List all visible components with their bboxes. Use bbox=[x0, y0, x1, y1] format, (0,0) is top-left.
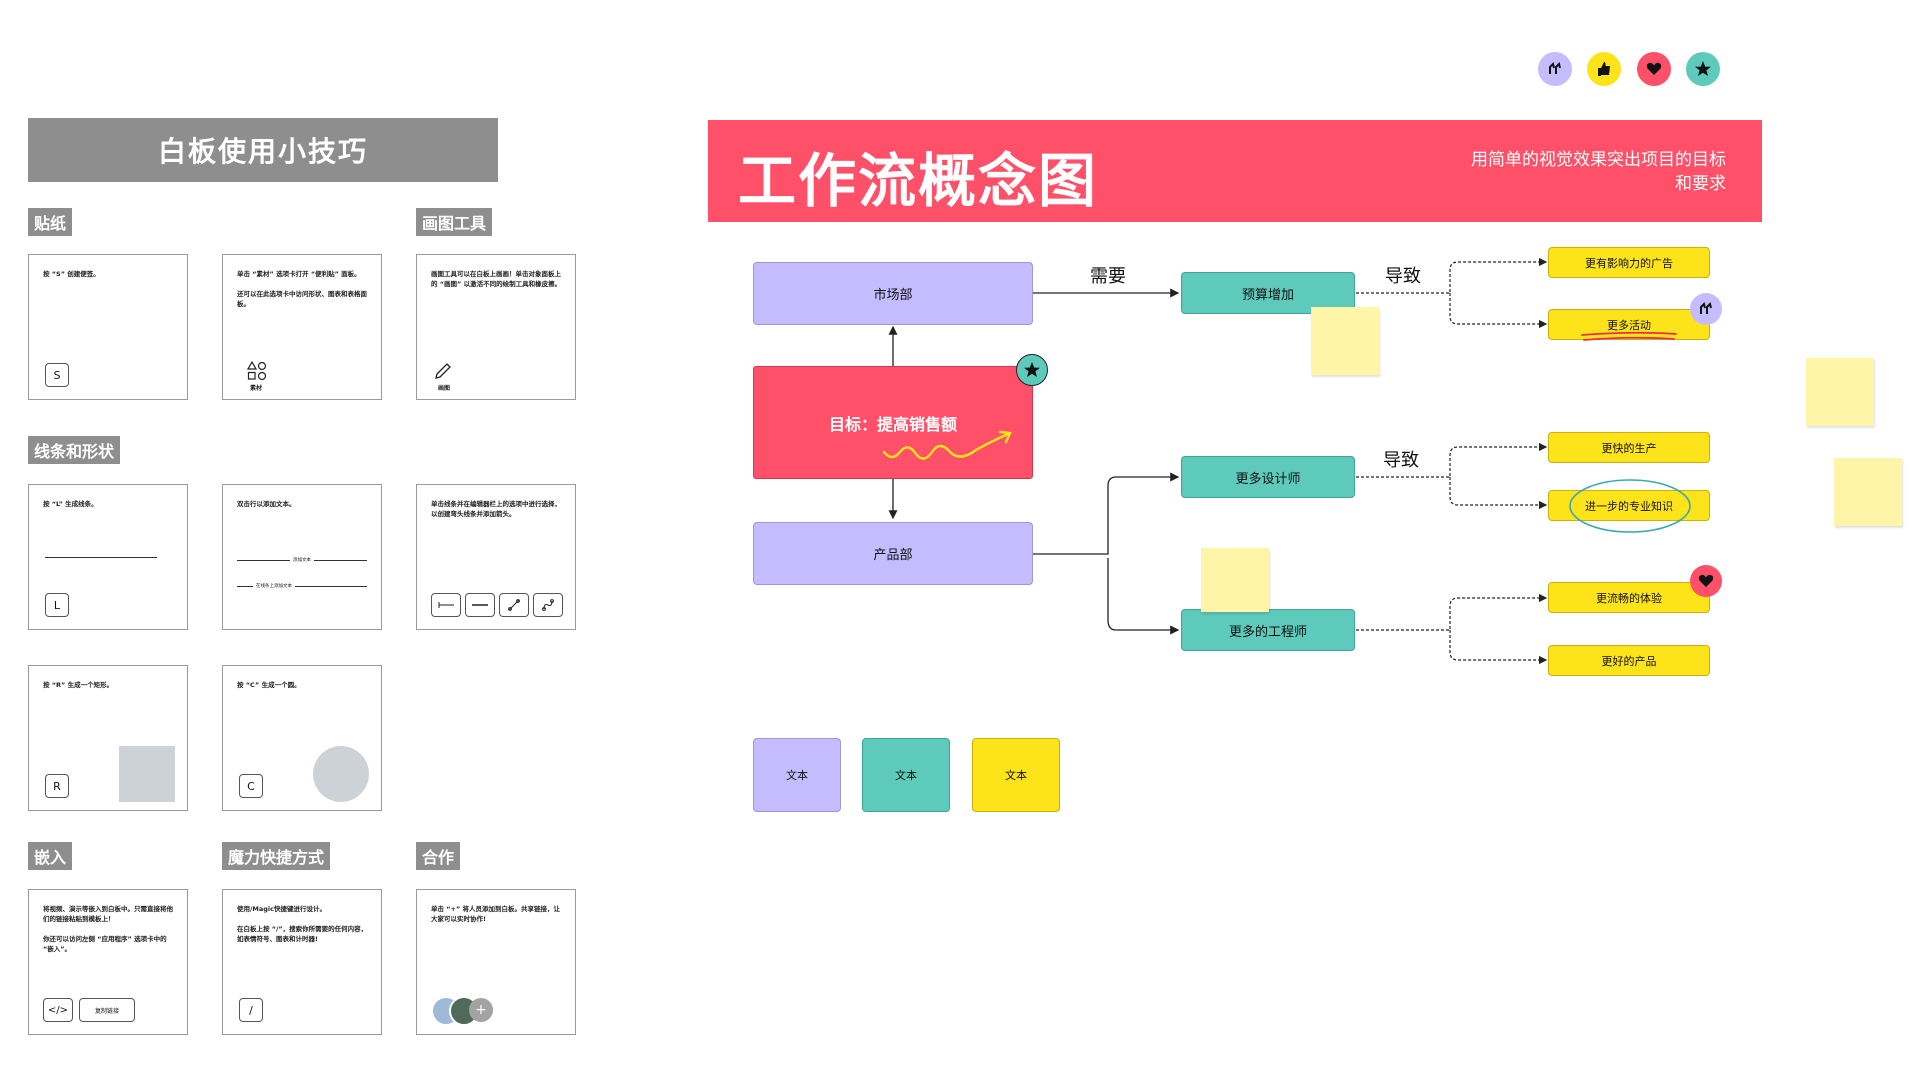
node-better[interactable]: 更好的产品 bbox=[1548, 645, 1710, 676]
workflow-banner: 工作流概念图 用简单的视觉效果突出项目的目标和要求 bbox=[708, 120, 1762, 222]
pencil-icon bbox=[435, 363, 451, 379]
tip-card-sticker[interactable]: 按 “S” 创建便签。 S bbox=[28, 254, 188, 400]
section-label-embed: 嵌入 bbox=[28, 842, 73, 870]
node-market[interactable]: 市场部 bbox=[753, 262, 1033, 325]
line-plain-icon bbox=[465, 593, 495, 617]
node-engineers[interactable]: 更多的工程师 bbox=[1181, 609, 1355, 651]
section-label-lines-shapes: 线条和形状 bbox=[28, 436, 121, 464]
edge-label-needs: 需要 bbox=[1090, 266, 1126, 287]
star-icon[interactable] bbox=[1686, 52, 1720, 86]
node-events[interactable]: 更多活动 bbox=[1548, 309, 1710, 340]
add-person-icon[interactable]: + bbox=[469, 998, 493, 1022]
workflow-title: 工作流概念图 bbox=[738, 147, 1099, 215]
node-product[interactable]: 产品部 bbox=[753, 522, 1033, 585]
legend-yellow[interactable]: 文本 bbox=[972, 738, 1060, 812]
key-l-icon: L bbox=[45, 593, 69, 617]
tip-card-draw[interactable]: 画图工具可以在白板上画画！单击对象面板上的 “画图” 以激活不同的绘制工具和橡皮… bbox=[416, 254, 576, 400]
curve-line-icon bbox=[533, 593, 563, 617]
tip-text: 双击行以添加文本。 bbox=[237, 500, 296, 508]
legend-purple[interactable]: 文本 bbox=[753, 738, 841, 812]
tip-card-line[interactable]: 按 “L” 生成线条。 L bbox=[28, 484, 188, 630]
tip-text: 将视频、演示等嵌入到白板中。只需直接将他们的链接粘贴到模板上！ 你还可以访问左侧… bbox=[43, 905, 173, 953]
circle-sample bbox=[313, 746, 369, 802]
tip-card-line-text[interactable]: 双击行以添加文本。 添加文本 在线条上添加文本 bbox=[222, 484, 382, 630]
tip-text: 单击 “素材” 选项卡打开 “便利贴” 面板。 还可以在此选项卡中访问形状、图表… bbox=[237, 270, 367, 308]
sticky-note[interactable] bbox=[1201, 548, 1269, 612]
node-designers[interactable]: 更多设计师 bbox=[1181, 456, 1355, 498]
shapes-icon bbox=[247, 361, 267, 381]
squiggle-arrow-icon bbox=[882, 430, 1012, 460]
key-s-icon: S bbox=[45, 363, 69, 387]
tip-card-arrows[interactable]: 单击线条并在编辑器栏上的选项中进行选择，以创建弯头线条并添加箭头。 bbox=[416, 484, 576, 630]
tip-text: 单击线条并在编辑器栏上的选项中进行选择，以创建弯头线条并添加箭头。 bbox=[431, 500, 561, 518]
line-sample bbox=[45, 557, 157, 558]
copy-link-button[interactable]: 复制链接 bbox=[79, 998, 135, 1022]
tip-text: 按 “S” 创建便签。 bbox=[43, 270, 100, 278]
section-label-magic: 魔力快捷方式 bbox=[222, 842, 331, 870]
tip-text: 画图工具可以在白板上画画！单击对象面板上的 “画图” 以激活不同的绘制工具和橡皮… bbox=[431, 270, 562, 288]
tip-card-circle[interactable]: 按 “C” 生成一个圆。 C bbox=[222, 665, 382, 811]
key-c-icon: C bbox=[239, 774, 263, 798]
node-smoother[interactable]: 更流畅的体验 bbox=[1548, 582, 1710, 613]
tip-card-rect[interactable]: 按 “R” 生成一个矩形。 R bbox=[28, 665, 188, 811]
edge-label-leads: 导致 bbox=[1383, 450, 1419, 471]
line-start-icon bbox=[431, 593, 461, 617]
tip-card-embed[interactable]: 将视频、演示等嵌入到白板中。只需直接将他们的链接粘贴到模板上！ 你还可以访问左侧… bbox=[28, 889, 188, 1035]
node-goal[interactable]: 目标：提高销售额 bbox=[753, 366, 1033, 479]
node-ads[interactable]: 更有影响力的广告 bbox=[1548, 247, 1710, 278]
clap-icon[interactable] bbox=[1538, 52, 1572, 86]
workflow-subtitle: 用简单的视觉效果突出项目的目标和要求 bbox=[1471, 150, 1726, 194]
tip-text: 按 “R” 生成一个矩形。 bbox=[43, 681, 114, 689]
heart-icon[interactable] bbox=[1637, 52, 1671, 86]
underline-scribble bbox=[1581, 331, 1677, 341]
tip-text: 按 “L” 生成线条。 bbox=[43, 500, 98, 508]
key-slash-icon: / bbox=[239, 998, 263, 1022]
key-r-icon: R bbox=[45, 774, 69, 798]
line-with-text: 在线条上添加文本 bbox=[237, 583, 367, 589]
sticky-note[interactable] bbox=[1834, 458, 1902, 526]
heart-icon[interactable] bbox=[1690, 565, 1722, 597]
tip-text: 使用/Magic快捷键进行设计。 在白板上按 “/”，搜索你所需要的任何内容，如… bbox=[237, 905, 368, 943]
tips-title: 白板使用小技巧 bbox=[28, 118, 498, 182]
rectangle-sample bbox=[119, 746, 175, 802]
elbow-line-icon bbox=[499, 593, 529, 617]
star-icon[interactable] bbox=[1016, 354, 1048, 386]
tip-card-magic[interactable]: 使用/Magic快捷键进行设计。 在白板上按 “/”，搜索你所需要的任何内容，如… bbox=[222, 889, 382, 1035]
section-label-stickers: 贴纸 bbox=[28, 208, 73, 236]
circle-scribble bbox=[1569, 479, 1691, 533]
tip-text: 单击 “+” 将人员添加到白板。共享链接，让大家可以实时协作! bbox=[431, 905, 561, 923]
clap-icon[interactable] bbox=[1690, 293, 1722, 325]
section-label-collab: 合作 bbox=[416, 842, 461, 870]
tip-text: 按 “C” 生成一个圆。 bbox=[237, 681, 301, 689]
edge-label-leads: 导致 bbox=[1385, 266, 1421, 287]
tip-card-material[interactable]: 单击 “素材” 选项卡打开 “便利贴” 面板。 还可以在此选项卡中访问形状、图表… bbox=[222, 254, 382, 400]
section-label-drawing: 画图工具 bbox=[416, 208, 493, 236]
tip-card-collab[interactable]: 单击 “+” 将人员添加到白板。共享链接，让大家可以实时协作! + bbox=[416, 889, 576, 1035]
sticky-note[interactable] bbox=[1806, 358, 1874, 426]
sticky-note[interactable] bbox=[1311, 307, 1379, 375]
embed-code-icon: </> bbox=[43, 998, 73, 1022]
thumbs-up-icon[interactable] bbox=[1587, 52, 1621, 86]
node-faster[interactable]: 更快的生产 bbox=[1548, 432, 1710, 463]
draw-caption: 画图 bbox=[438, 385, 451, 392]
legend-teal[interactable]: 文本 bbox=[862, 738, 950, 812]
line-with-text: 添加文本 bbox=[237, 557, 367, 563]
material-caption: 素材 bbox=[250, 385, 263, 392]
